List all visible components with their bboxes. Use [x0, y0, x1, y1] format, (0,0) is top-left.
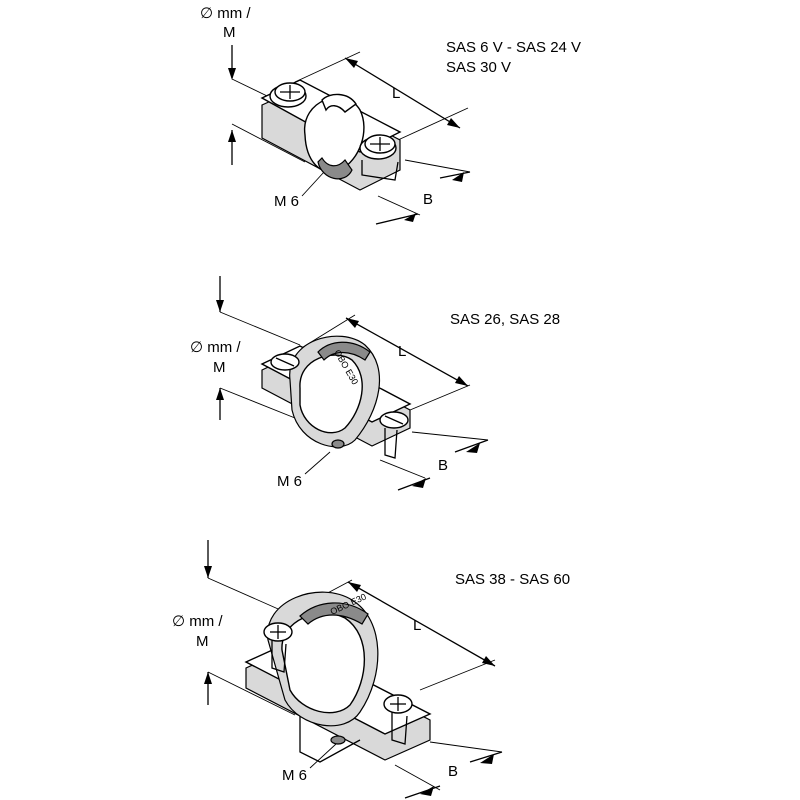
- clamp-body-1: [260, 79, 402, 191]
- title-line-2: SAS 30 V: [446, 59, 511, 76]
- clamp-group-1: ∅ mm / M L B: [200, 5, 581, 225]
- diameter-label-line-1: ∅ mm /: [200, 5, 251, 22]
- length-label: L: [392, 85, 400, 102]
- clamp-group-2: ∅ mm / M L B M 6 SAS 26,: [190, 276, 560, 491]
- diameter-label-line-1: ∅ mm /: [190, 339, 241, 356]
- thread-label: M 6: [282, 767, 307, 784]
- diameter-dimension-arrows: [204, 540, 212, 705]
- clamp-body-2: OBO E30: [260, 335, 412, 459]
- width-label: B: [448, 763, 458, 780]
- diameter-label-line-1: ∅ mm /: [172, 613, 223, 630]
- diameter-label-line-2: M: [213, 359, 226, 376]
- diameter-dimension-arrows: [228, 45, 236, 165]
- length-dimension: [294, 51, 469, 141]
- diameter-label-line-2: M: [223, 24, 236, 41]
- thread-label: M 6: [274, 193, 299, 210]
- thread-label: M 6: [277, 473, 302, 490]
- width-dimension: [379, 431, 489, 491]
- clamp-group-3: ∅ mm / M L B M 6 SAS 38 -: [172, 540, 570, 799]
- title-line-1: SAS 38 - SAS 60: [455, 571, 570, 588]
- diameter-label-line-2: M: [196, 633, 209, 650]
- clamp-body-3: OBO E30: [244, 591, 432, 763]
- title-line-1: SAS 6 V - SAS 24 V: [446, 39, 581, 56]
- width-label: B: [438, 457, 448, 474]
- width-dimension: [394, 741, 503, 799]
- length-dimension: [294, 314, 471, 411]
- title-line-1: SAS 26, SAS 28: [450, 311, 560, 328]
- width-label: B: [423, 191, 433, 208]
- diameter-dimension-arrows: [216, 276, 224, 420]
- length-label: L: [413, 617, 421, 634]
- length-label: L: [398, 343, 406, 360]
- width-dimension: [375, 159, 471, 225]
